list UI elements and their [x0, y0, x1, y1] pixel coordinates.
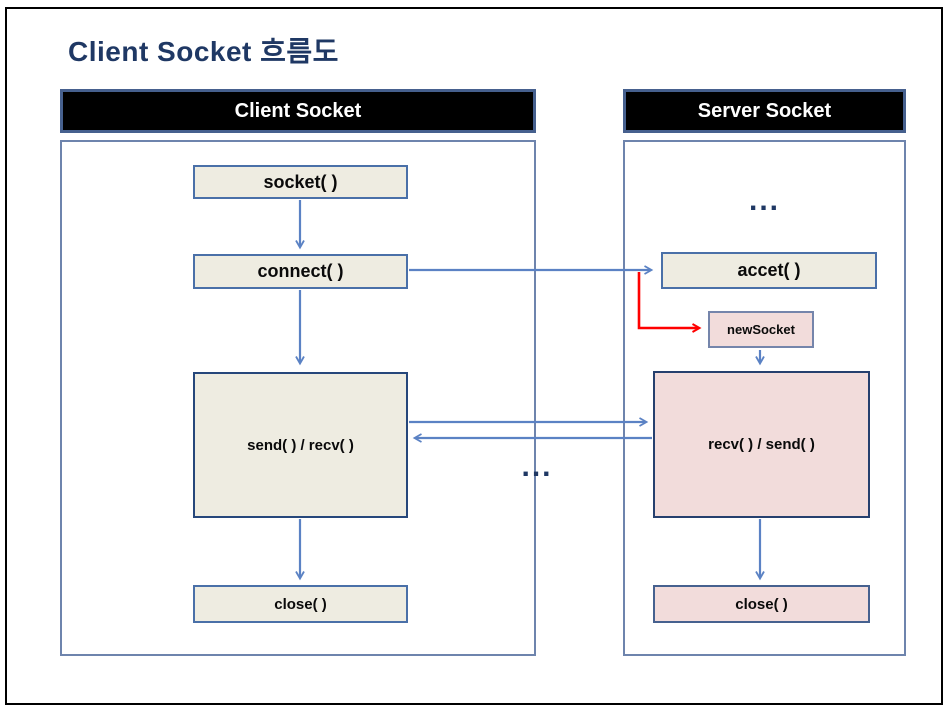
node-send-recv: send( ) / recv( ) [193, 372, 408, 518]
node-server-close-label: close( ) [735, 595, 788, 613]
node-connect-label: connect( ) [257, 261, 344, 281]
node-send-recv-label: send( ) / recv( ) [247, 436, 354, 454]
node-server-close: close( ) [653, 585, 870, 623]
node-recv-send-label: recv( ) / send( ) [708, 436, 815, 453]
server-ellipsis: ... [748, 184, 780, 217]
node-recv-send: recv( ) / send( ) [653, 371, 870, 518]
node-client-close: close( ) [193, 585, 408, 623]
server-socket-header-label: Server Socket [697, 99, 832, 122]
client-socket-header-label: Client Socket [234, 99, 362, 122]
node-accept-label: accet( ) [737, 260, 801, 280]
node-newsocket-label: newSocket [727, 322, 795, 337]
page-title: Client Socket 흐름도 [68, 36, 339, 67]
client-socket-header: Client Socket [60, 89, 536, 133]
server-socket-header: Server Socket [623, 89, 906, 133]
node-client-close-label: close( ) [274, 595, 327, 613]
node-socket-label: socket( ) [263, 171, 338, 192]
node-accept: accet( ) [661, 252, 877, 289]
middle-ellipsis: ... [521, 450, 553, 483]
node-newsocket: newSocket [708, 311, 814, 348]
node-socket: socket( ) [193, 165, 408, 199]
node-connect: connect( ) [193, 254, 408, 289]
